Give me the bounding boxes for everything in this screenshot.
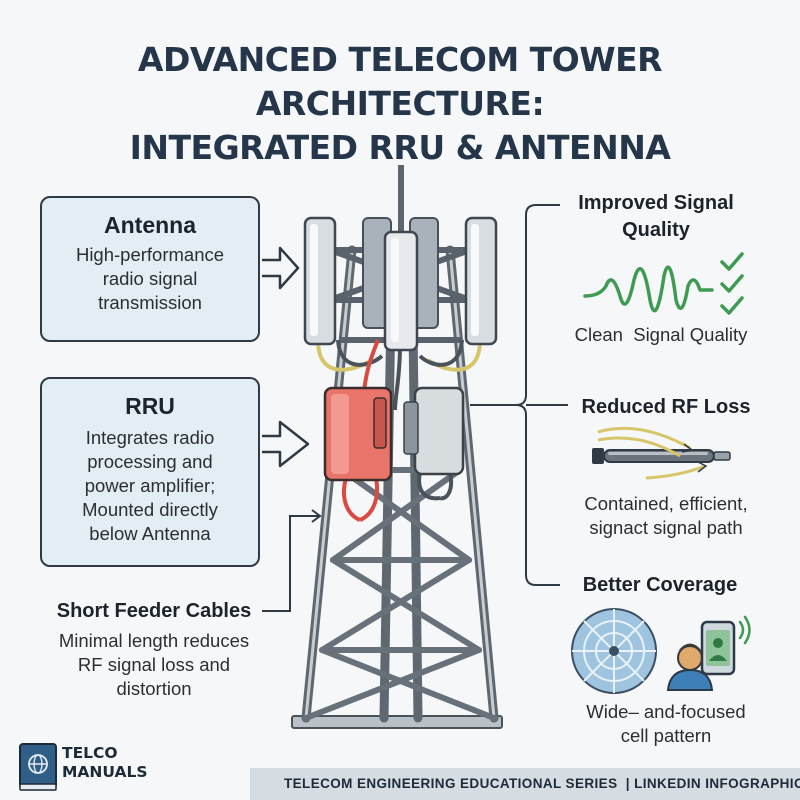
rru-heading: RRU: [125, 393, 175, 419]
rf-caption-line-1: Contained, efficient,: [584, 493, 748, 514]
signal-heading-line-1: Improved Signal: [578, 192, 734, 214]
benefits-bracket: [470, 204, 568, 586]
feeder-heading: Short Feeder Cables: [56, 600, 252, 622]
feeder-callout: Short Feeder Cables Minimal length reduc…: [34, 600, 274, 701]
title-line-2: INTEGRATED RRU & ANTENNA: [129, 128, 671, 167]
rf-loss-caption: Contained, efficient, signact signal pat…: [556, 492, 776, 540]
antenna-arrow: [262, 246, 300, 290]
footer-banner: TELECOM ENGINEERING EDUCATIONAL SERIES |…: [250, 768, 800, 800]
feeder-connector: [262, 509, 322, 612]
antenna-line-2: radio signal: [102, 268, 198, 289]
tower-illustration: [291, 165, 503, 729]
coverage-caption-line-1: Wide– and-focused: [586, 701, 746, 722]
rf-caption-line-2: signact signal path: [589, 517, 743, 538]
signal-quality-caption: Clean Signal Quality: [574, 324, 748, 345]
rru-line-2: processing and: [87, 451, 213, 472]
book-globe-icon: [19, 743, 57, 791]
rf-loss-heading: Reduced RF Loss: [581, 396, 751, 418]
logo-line-1: TELCO: [62, 744, 118, 762]
logo-line-2: MANUALS: [62, 763, 148, 781]
brand-logo-text: TELCO MANUALS: [62, 744, 148, 782]
rf-cable-icon: [592, 426, 731, 480]
user-icon: [666, 643, 714, 691]
feeder-line-2: RF signal loss and: [77, 654, 231, 675]
smartphone-icon: [700, 615, 751, 676]
feeder-line-1: Minimal length reduces: [58, 630, 250, 651]
title-line-1: ADVANCED TELECOM TOWER ARCHITECTURE:: [137, 40, 663, 123]
rru-line-3: power amplifier;: [84, 475, 216, 496]
coverage-caption-line-2: cell pattern: [620, 725, 712, 746]
rru-line-4: Mounted directly: [82, 499, 218, 520]
coverage-heading: Better Coverage: [582, 574, 738, 596]
feeder-line-3: distortion: [116, 678, 192, 699]
coverage-caption: Wide– and-focused cell pattern: [556, 700, 776, 748]
antenna-callout: Antenna High-performance radio signal tr…: [40, 196, 260, 342]
rru-callout: RRU Integrates radio processing and powe…: [40, 377, 260, 567]
checkmark-icons: [720, 252, 744, 315]
page-title: ADVANCED TELECOM TOWER ARCHITECTURE: INT…: [0, 38, 800, 170]
signal-heading-line-2: Quality: [622, 219, 690, 241]
antenna-line-1: High-performance: [75, 244, 225, 265]
rru-arrow: [262, 420, 310, 468]
coverage-pattern-icon: [571, 608, 657, 694]
signal-quality-heading: Improved Signal Quality: [566, 190, 746, 244]
footer-text: TELECOM ENGINEERING EDUCATIONAL SERIES |…: [284, 776, 800, 791]
signal-wave-icon: [583, 265, 714, 313]
rru-line-5: below Antenna: [89, 523, 211, 544]
rru-unit-gray: [413, 386, 465, 476]
antenna-line-3: transmission: [98, 292, 202, 313]
rru-line-1: Integrates radio: [85, 427, 215, 448]
antenna-heading: Antenna: [104, 212, 196, 238]
